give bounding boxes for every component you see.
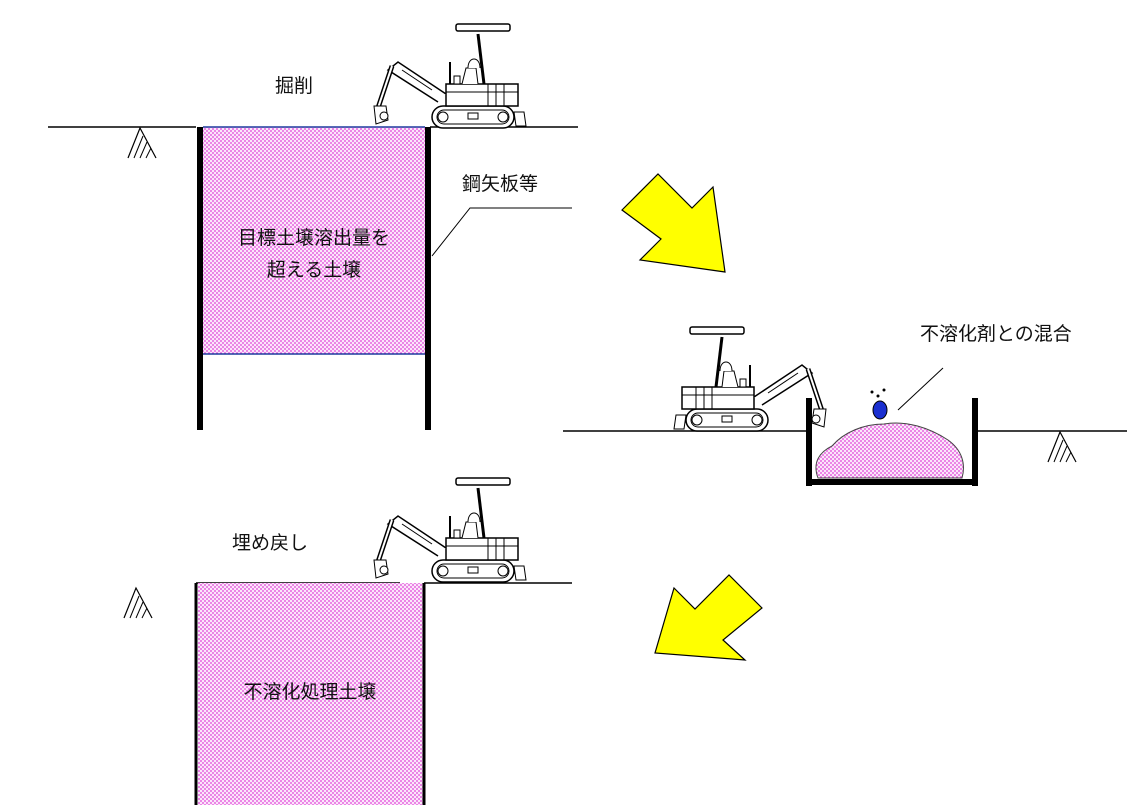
leader-line xyxy=(897,367,944,411)
label-contaminated-soil-2: 超える土壌 xyxy=(267,259,361,281)
backfill-scene: 埋め戻し 不溶化処理土壌 xyxy=(123,478,572,805)
ground-hatch-icon xyxy=(123,587,153,619)
leader-line xyxy=(431,207,572,257)
excavator-icon xyxy=(374,478,526,582)
ground-hatch-icon xyxy=(127,127,157,159)
excavator-icon xyxy=(674,327,826,431)
arrow-down-left-icon xyxy=(654,574,763,661)
arrow-down-right-icon xyxy=(621,173,726,273)
label-sheet-pile: 鋼矢板等 xyxy=(462,173,538,195)
excavation-scene: 掘削 鋼矢板等 目標土壌溶出量を 超える土壌 xyxy=(48,24,578,430)
label-backfill: 埋め戻し xyxy=(232,532,308,554)
mixing-scene: 不溶化剤との混合 xyxy=(563,323,1127,486)
soil-pile xyxy=(815,422,964,479)
agent-drop-icon xyxy=(872,400,888,420)
contaminated-soil xyxy=(203,127,425,354)
label-mixing: 不溶化剤との混合 xyxy=(920,323,1072,345)
treated-soil xyxy=(198,583,424,805)
label-contaminated-soil-1: 目標土壌溶出量を xyxy=(238,227,390,249)
label-treated-soil: 不溶化処理土壌 xyxy=(243,681,376,703)
excavator-icon xyxy=(374,24,526,128)
label-excavation: 掘削 xyxy=(275,75,313,97)
ground-hatch-icon xyxy=(1047,431,1077,463)
